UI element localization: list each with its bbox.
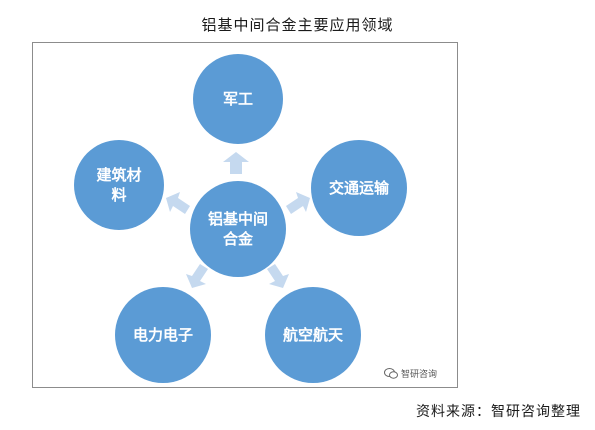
arrow-upper-right [286, 192, 310, 214]
node-right: 交通运输 [311, 140, 407, 236]
source-note: 资料来源：智研咨询整理 [416, 404, 581, 420]
node-bottom-right: 航空航天 [265, 287, 361, 383]
watermark-text: 智研咨询 [401, 370, 438, 380]
arrow-upper-left [166, 192, 190, 214]
arrow-up [223, 152, 249, 174]
node-top: 军工 [193, 54, 283, 144]
node-bottom-left: 电力电子 [115, 287, 211, 383]
arrow-lower-left [186, 264, 208, 288]
wechat-icon [384, 368, 398, 379]
arrow-lower-right [267, 264, 289, 288]
watermark: 智研咨询 [384, 367, 437, 380]
node-left: 建筑材料 [74, 140, 164, 230]
diagram-title: 铝基中间合金主要应用领域 [201, 16, 394, 34]
node-center: 铝基中间合金 [190, 181, 286, 277]
